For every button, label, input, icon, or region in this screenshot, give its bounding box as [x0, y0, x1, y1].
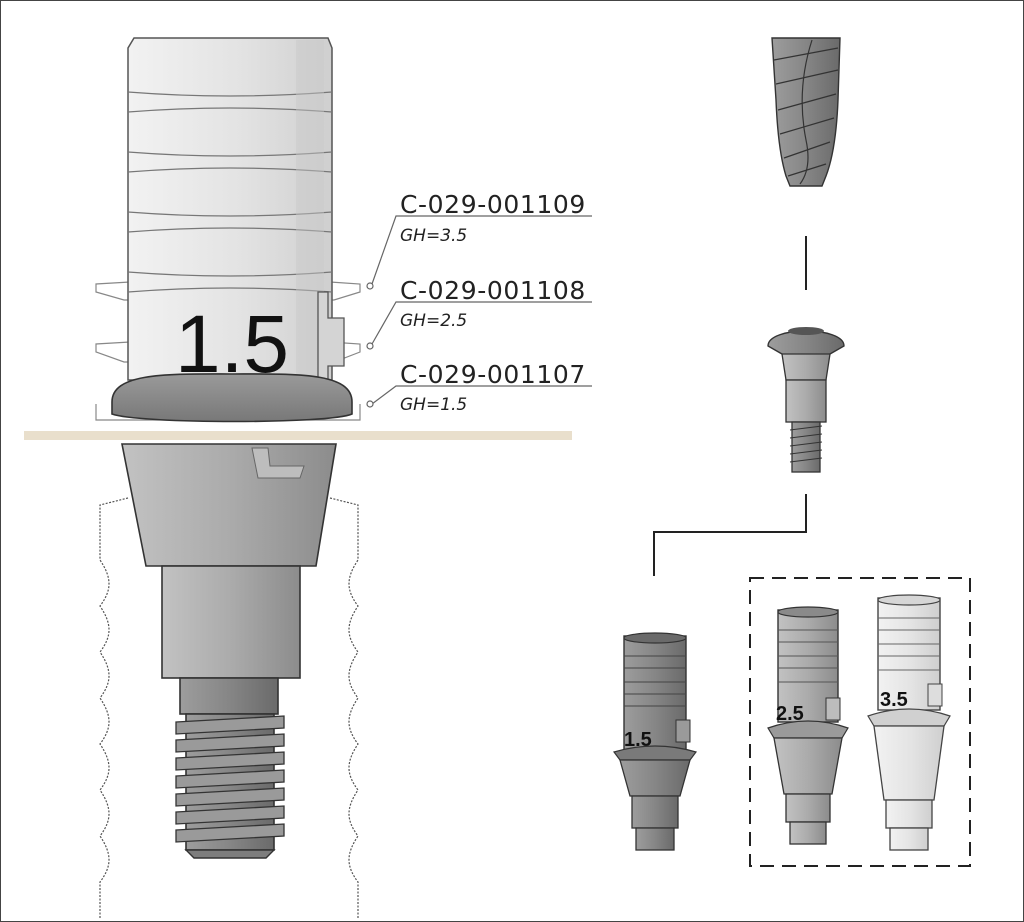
soft-tissue-line: [24, 431, 572, 440]
alternatives-dashed-box: [749, 577, 971, 867]
callout-gh-1: GH=3.5: [400, 226, 467, 246]
callout-leader-3: [371, 385, 592, 405]
tapered-neck: [121, 443, 337, 567]
variant-3-marking: 3.5: [880, 689, 908, 711]
implant-outline-left: [99, 497, 129, 918]
implant-outline-right: [329, 497, 359, 918]
cylinder-grooves: [127, 91, 333, 293]
variant-abutment-2: 2.5: [767, 606, 849, 845]
variant-abutment-3: 3.5: [867, 594, 951, 851]
variant-1-marking: 1.5: [624, 729, 652, 751]
screw-component-icon: [767, 327, 845, 473]
screw-thread: [175, 713, 285, 859]
connector-line-2: [653, 494, 807, 576]
callout-code-1: C-029-001109: [400, 190, 586, 219]
variant-abutment-1: 1.5: [613, 632, 697, 851]
main-abutment-illustration: 1.5: [24, 37, 572, 918]
callout-leader-2: [371, 301, 592, 345]
callout-leader-1: [371, 215, 592, 285]
shaft: [161, 565, 301, 679]
callout-code-3: C-029-001107: [400, 360, 586, 389]
callout-gh-2: GH=2.5: [400, 311, 467, 331]
callout-gh-3: GH=1.5: [400, 395, 467, 415]
screw-neck: [179, 677, 279, 715]
variant-2-marking: 2.5: [776, 703, 804, 725]
callout-group: C-029-001109 GH=3.5 C-029-001108 GH=2.5 …: [366, 190, 592, 415]
callout-code-2: C-029-001108: [400, 276, 586, 305]
implant-icon: [771, 37, 841, 187]
dark-collar: [111, 373, 353, 423]
